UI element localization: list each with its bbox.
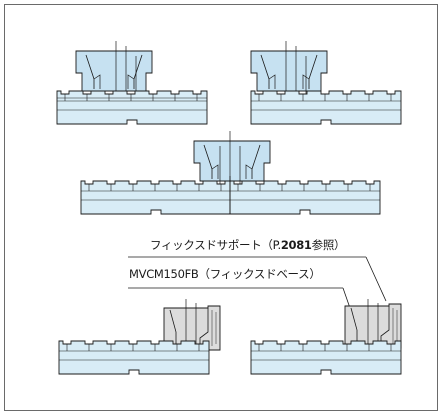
- slotted-rail-icon: [80, 180, 232, 215]
- slotted-rail-icon: [58, 340, 210, 375]
- slotted-rail-icon: [229, 180, 381, 215]
- figure-frame: フィックスドサポート（P.2081参照） MVCM150FB（フィックスドベース…: [4, 4, 438, 411]
- assembly-bottom-left: [58, 299, 221, 375]
- slotted-rail-icon: [56, 90, 208, 125]
- vise-jaw-icon: [193, 140, 271, 182]
- vise-jaw-icon: [250, 50, 328, 92]
- callout-fixed-support-label: フィックスドサポート（P.2081参照）: [150, 238, 345, 252]
- assembly-bottom-right: [250, 299, 402, 375]
- callout-fixed-base-label: MVCM150FB（フィックスドベース）: [129, 267, 321, 281]
- vise-arrangement-diagram: フィックスドサポート（P.2081参照） MVCM150FB（フィックスドベース…: [56, 41, 402, 375]
- callout-group: フィックスドサポート（P.2081参照） MVCM150FB（フィックスドベース…: [128, 238, 387, 332]
- slotted-rail-icon: [250, 90, 402, 125]
- assembly-top-left: [56, 41, 208, 125]
- assembly-middle: [80, 131, 381, 215]
- assembly-top-right: [250, 41, 402, 125]
- slotted-rail-icon: [250, 340, 402, 375]
- vise-jaw-icon: [75, 50, 153, 92]
